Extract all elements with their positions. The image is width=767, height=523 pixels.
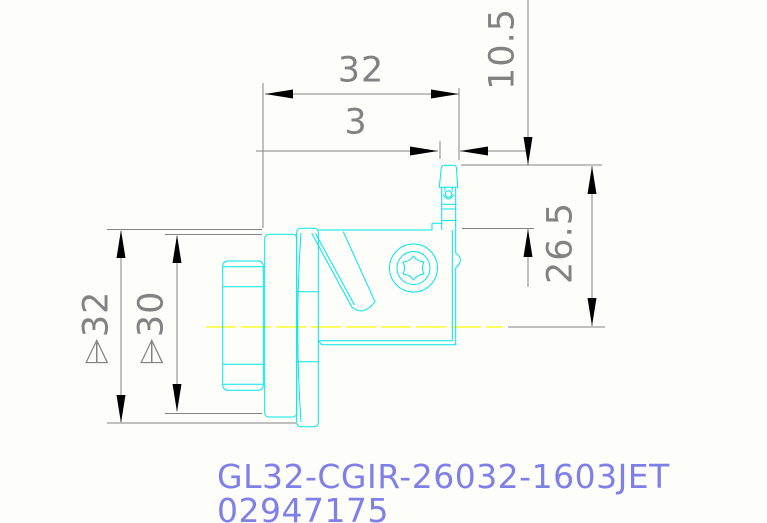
- disc-curve: [297, 232, 302, 423]
- screw-head: [396, 251, 431, 285]
- dim-label-32: 32: [337, 50, 385, 91]
- dim-label-10-5: 10.5: [482, 8, 523, 90]
- dim-label-dia32: ⌲32: [76, 290, 117, 366]
- arrow-3-left: [410, 146, 438, 156]
- arrow-32-left: [265, 89, 293, 99]
- arrow-32-right: [431, 89, 459, 99]
- arrow-3-right: [460, 146, 488, 156]
- dim-label-dia30: ⌲30: [131, 290, 172, 366]
- arrow-dia30-top: [172, 235, 182, 263]
- arrow-dia30-bottom: [172, 384, 182, 412]
- part-number-text: GL32-CGIR-26032-1603JET: [217, 457, 670, 496]
- detent-cup: [442, 194, 455, 200]
- body-top-edge: [318, 222, 442, 231]
- dim-label-3: 3: [344, 102, 368, 143]
- arrow-26-5-top: [587, 166, 597, 194]
- insert-slot-inner-line: [315, 233, 355, 306]
- arrow-10-5-down: [523, 137, 533, 165]
- insert-slot: [311, 231, 376, 312]
- body-right-bottom-edge: [317, 223, 461, 346]
- shank: [222, 260, 264, 391]
- item-number-text: 02947175: [217, 491, 389, 523]
- detent-ball: [444, 190, 453, 198]
- clamp-knob: [438, 164, 459, 188]
- dim-label-26-5: 26.5: [540, 202, 581, 284]
- dimension-arrows: [116, 89, 597, 423]
- arrow-10-5-up: [523, 229, 533, 257]
- screw-torx-socket: [402, 255, 425, 281]
- arrow-dia32-bottom: [116, 395, 126, 423]
- part-outline: [222, 164, 461, 428]
- arrow-dia32-top: [116, 230, 126, 258]
- arrow-26-5-bottom: [587, 298, 597, 326]
- flange: [264, 233, 298, 418]
- transition-disc: [296, 227, 319, 428]
- screw-counterbore: [389, 243, 438, 293]
